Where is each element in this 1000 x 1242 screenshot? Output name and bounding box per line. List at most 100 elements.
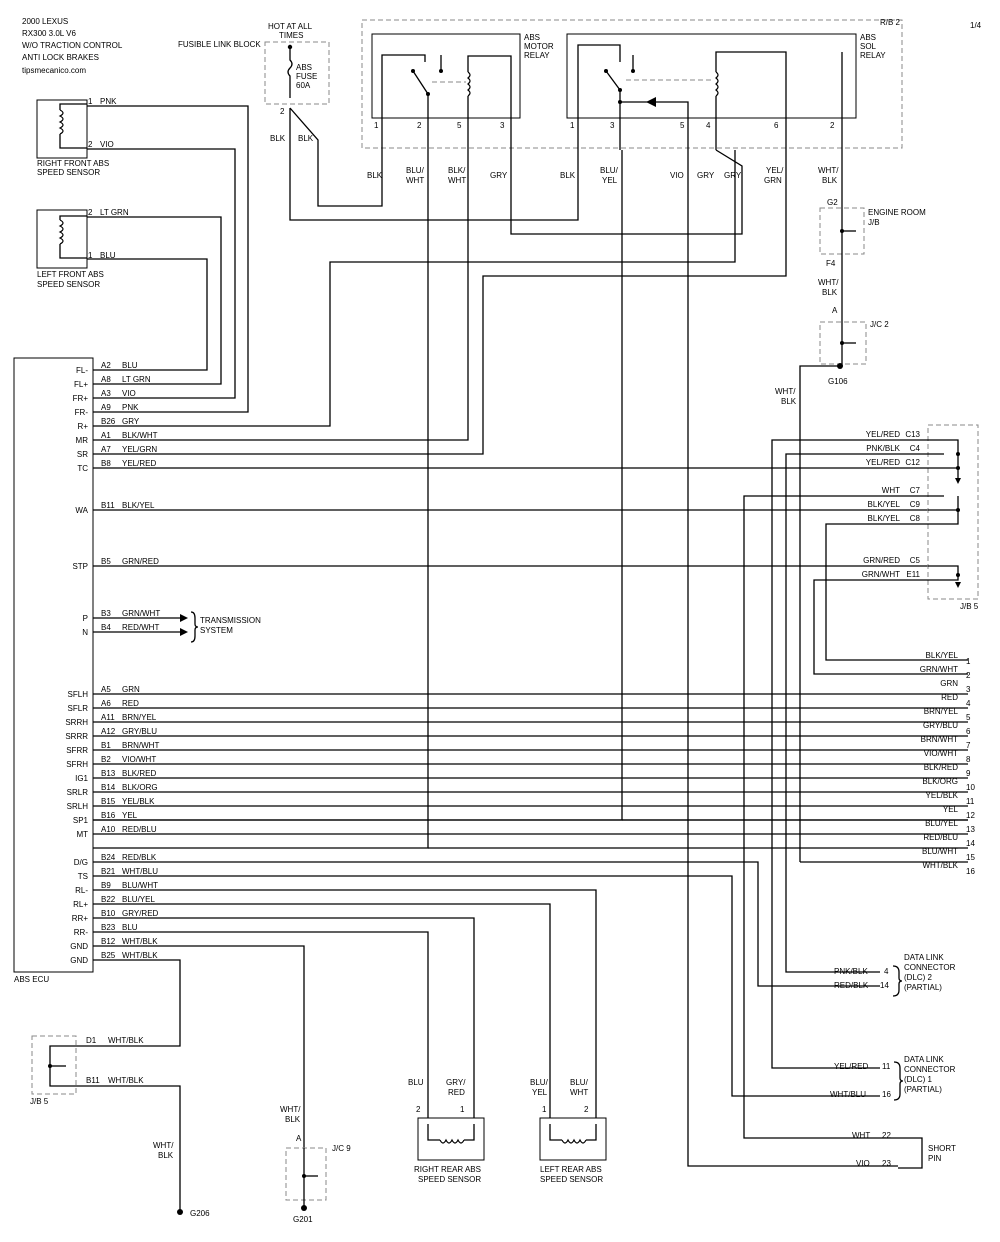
ecu-wire-color: BLU/YEL [122, 895, 155, 904]
rf-wire-pnk: PNK [100, 97, 117, 106]
ecu-terminal-name: R+ [78, 422, 89, 431]
jb5-wire-color: YEL/RED [866, 458, 900, 467]
ecu-pin-number: B11 [101, 501, 115, 510]
continued-wire-color: BLK/YEL [926, 651, 959, 660]
continued-wire-color: BLU/WHT [922, 847, 958, 856]
ground-g106-label: G106 [828, 377, 848, 386]
continued-wire-color: BLK/ORG [922, 777, 958, 786]
ground-g206-icon [177, 1209, 183, 1215]
ecu-wire-color: GRY [122, 417, 140, 426]
jb5-label: J/B 5 [960, 602, 979, 611]
ecu-pin-number: A10 [101, 825, 116, 834]
dlc2-label-3: (DLC) 2 [904, 973, 933, 982]
dlc1-wire-yelred: YEL/RED [834, 1062, 868, 1071]
abs-motor-relay [371, 33, 521, 119]
hot-label-1: HOT AT ALL [268, 22, 313, 31]
ecu-pin-number: B1 [101, 741, 111, 750]
ecu-pin-number: A2 [101, 361, 111, 370]
g206-wire-2: BLK [158, 1151, 174, 1160]
fuse-label-1: ABS [296, 63, 312, 72]
ecu-terminal-name: RL- [75, 886, 88, 895]
dlc2-label-4: (PARTIAL) [904, 983, 942, 992]
jb5-wire-color: BLK/YEL [868, 514, 901, 523]
ecu-terminal-name: FR- [75, 408, 89, 417]
wire-label-bluyel-a: BLU/ [600, 166, 619, 175]
ecu-terminal-name: WA [75, 506, 88, 515]
continued-connector-number: 16 [966, 867, 975, 876]
rr-sensor-coil [439, 1138, 465, 1144]
wire-label-yelgrn-b: GRN [764, 176, 782, 185]
jb5-lower-box [31, 1035, 77, 1095]
jb5-wire-color: WHT [882, 486, 900, 495]
engine-room-wire-1: WHT/ [818, 278, 839, 287]
rf-sensor-box [36, 99, 88, 159]
front-sensor-wires [87, 105, 249, 413]
website-label: tipsmecanico.com [22, 66, 86, 75]
ecu-terminal-name: TS [78, 872, 88, 881]
continued-connector-number: 9 [966, 769, 971, 778]
short-pin-22: 22 [882, 1131, 891, 1140]
lf-pin-1: 1 [88, 251, 93, 260]
continued-wire-color: WHT/BLK [922, 861, 958, 870]
lf-sensor-label-1: LEFT FRONT ABS [37, 270, 104, 279]
continued-wire-color: GRN [940, 679, 958, 688]
engine-room-label-2: J/B [868, 218, 880, 227]
fusible-link-block: FUSIBLE LINK BLOCK HOT AT ALL TIMES ABS … [178, 22, 579, 221]
jc2-box [819, 321, 867, 365]
ecu-pin-number: A7 [101, 445, 111, 454]
jb5-pin-number: C5 [910, 556, 921, 565]
wire-gry-relay [510, 149, 743, 235]
rf-pin-1: 1 [88, 97, 93, 106]
dlc1-pin-16: 16 [882, 1090, 891, 1099]
continued-connector-number: 4 [966, 699, 971, 708]
ecu-terminal-name: RR- [74, 928, 89, 937]
continued-wire-color: RED/BLU [923, 833, 958, 842]
jb5-box [927, 424, 979, 600]
jb5-pin-number: C9 [910, 500, 921, 509]
wire-fuse-to-motor [289, 107, 383, 207]
jb5-pin-number: C4 [910, 444, 921, 453]
title-line-4: ANTI LOCK BRAKES [22, 53, 99, 62]
fusible-link-box [264, 41, 330, 105]
short-pin-label-2: PIN [928, 1154, 942, 1163]
wire-fuse-to-sol [289, 108, 579, 221]
jb5-branch-wires [93, 439, 968, 1139]
ecu-wire-color: RED [122, 699, 139, 708]
wire-label-bluwht-b: WHT [406, 176, 424, 185]
abs-sol-relay [566, 33, 857, 119]
lf-sensor-coil [58, 219, 64, 245]
ecu-pin-number: B2 [101, 755, 111, 764]
junction-connector-jc9: WHT/ BLK A J/C 9 G201 [280, 1105, 351, 1224]
short-pin-loop [898, 1137, 923, 1169]
title-line-3: W/O TRACTION CONTROL [22, 41, 123, 50]
ecu-wire-color: RED/BLU [122, 825, 157, 834]
ecu-pin-number: B3 [101, 609, 111, 618]
motor-pin-5: 5 [457, 121, 462, 130]
continued-connector-number: 3 [966, 685, 971, 694]
dlc1-pin-11: 11 [882, 1062, 891, 1071]
wire-g106-to-16 [799, 365, 840, 862]
rr-pin-2: 2 [416, 1105, 421, 1114]
ecu-wire-color: VIO [122, 389, 136, 398]
ecu-terminal-name: GND [70, 956, 88, 965]
data-link-connector-1: YEL/RED 11 WHT/BLU 16 DATA LINK CONNECTO… [830, 1055, 956, 1101]
ecu-pin-number: B26 [101, 417, 116, 426]
jb5-pin-number: C12 [905, 458, 920, 467]
ecu-pin-number: A9 [101, 403, 111, 412]
dlc1-label-2: CONNECTOR [904, 1065, 956, 1074]
ecu-pin-number: B24 [101, 853, 116, 862]
jb5-pin-number: E11 [906, 570, 920, 579]
engine-room-pin-g2: G2 [827, 198, 838, 207]
rr-wire-gryred-a: GRY/ [446, 1078, 466, 1087]
continued-connector-number: 15 [966, 853, 975, 862]
rf-sensor-label-2: SPEED SENSOR [37, 168, 100, 177]
jb5-lower-label: J/B 5 [30, 1097, 49, 1106]
continued-connector-number: 5 [966, 713, 971, 722]
continued-wire-color: GRN/WHT [920, 665, 958, 674]
continued-wire-color: GRY/BLU [923, 721, 958, 730]
engine-room-wire-2: BLK [822, 288, 838, 297]
page-number: 1/4 [970, 21, 982, 30]
ecu-terminal-name: TC [77, 464, 88, 473]
